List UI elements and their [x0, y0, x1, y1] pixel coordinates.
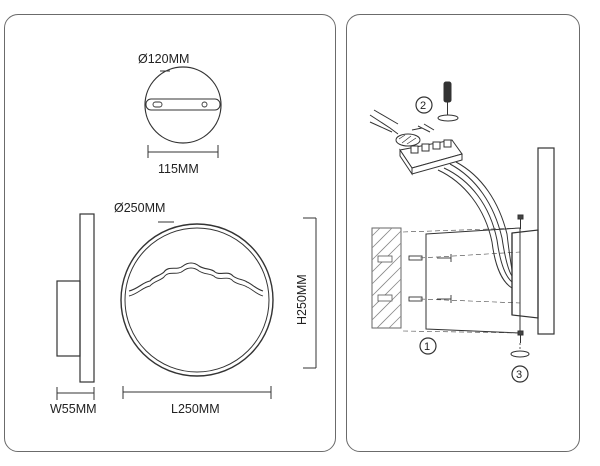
step-1-badge [419, 337, 437, 355]
wall-hatch [371, 227, 402, 329]
step-1-number: 1 [424, 341, 430, 353]
screwdriver-icon [437, 81, 459, 122]
lamp-front-view [120, 223, 274, 377]
length-label: L250MM [171, 402, 220, 416]
hole-spacing-dimension [147, 145, 219, 158]
step-3-badge [511, 365, 529, 383]
mains-wires [369, 109, 435, 135]
mount-plate-diameter-label: Ø120MM [138, 52, 189, 66]
mounting-plate-perspective [425, 227, 521, 334]
installation-panel [346, 14, 580, 452]
step-2-badge [415, 96, 433, 114]
mounting-screws [437, 254, 452, 303]
height-dimension [303, 217, 317, 369]
depth-label: W55MM [50, 402, 97, 416]
wire-connector [395, 133, 421, 147]
dimensions-panel [4, 14, 336, 452]
terminal-block [399, 139, 463, 176]
length-dimension [122, 386, 272, 399]
washer [510, 350, 530, 358]
depth-dimension [56, 387, 95, 400]
bottom-screw [517, 330, 524, 343]
step-3-number: 3 [516, 369, 522, 381]
lamp-diameter-label: Ø250MM [114, 201, 165, 215]
wires [437, 161, 513, 289]
top-screw [517, 214, 524, 229]
lamp-side-view [56, 213, 95, 383]
hole-spacing-label: 115MM [158, 162, 199, 176]
lamp-body [511, 147, 555, 335]
mount-plate [144, 66, 222, 144]
wall-anchors [408, 255, 423, 302]
height-label: H250MM [295, 274, 309, 325]
connector-hatch [398, 134, 417, 145]
projection-lines [402, 227, 521, 334]
step-2-number: 2 [420, 100, 426, 112]
